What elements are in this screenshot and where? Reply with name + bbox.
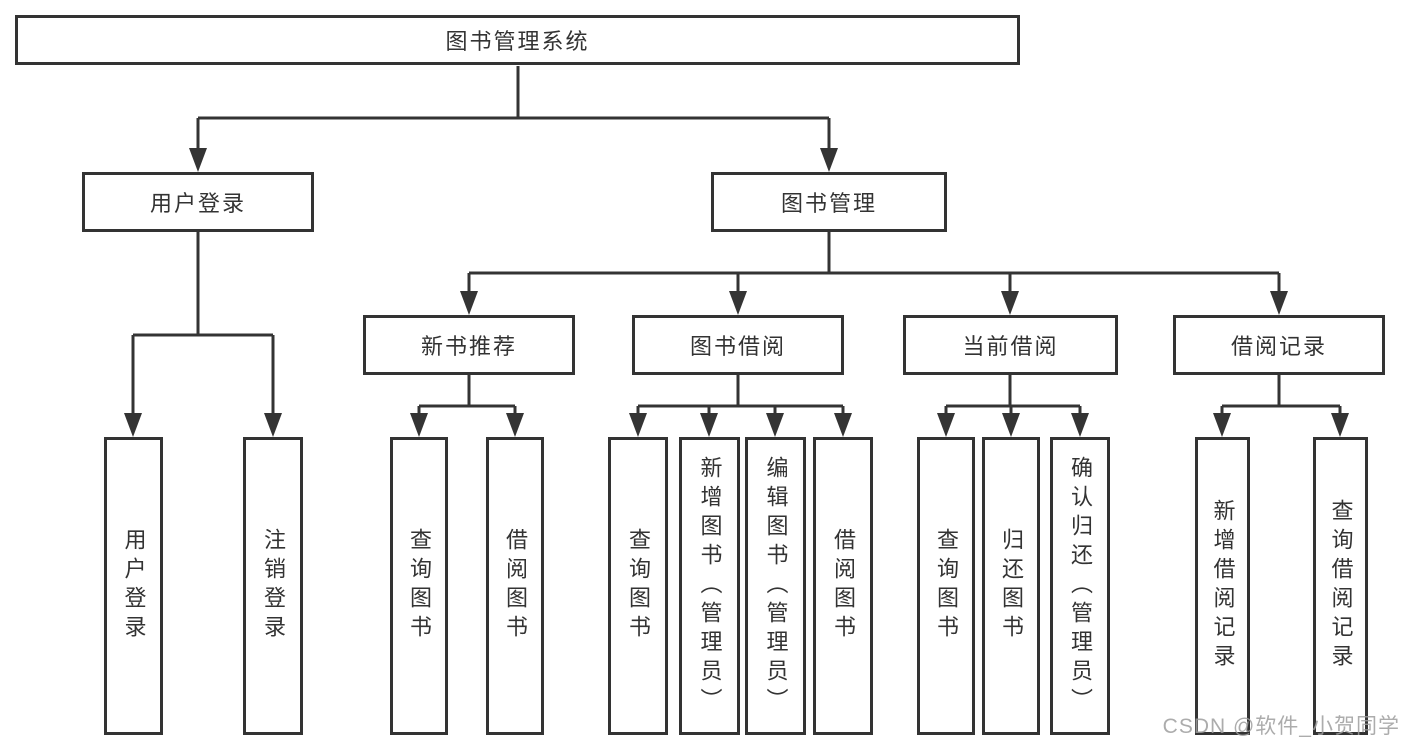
connector-book-borrow-branch xyxy=(629,375,852,437)
node-label: 新增借阅记录 xyxy=(1210,499,1236,673)
connector-root-to-level2 xyxy=(189,66,838,172)
arrow-down-icon xyxy=(264,413,282,437)
node-label: 查询图书 xyxy=(934,528,959,644)
arrow-down-icon xyxy=(1001,291,1019,315)
node-label: 查询借阅记录 xyxy=(1328,499,1354,673)
connector-current-borrow-branch xyxy=(937,375,1089,437)
node-borrow-records: 借阅记录 xyxy=(1173,315,1385,375)
node-label: 图书管理 xyxy=(780,191,877,216)
node-book-management: 图书管理 xyxy=(711,172,947,232)
node-label: 借阅记录 xyxy=(1230,334,1327,359)
arrow-down-icon xyxy=(820,148,838,172)
leaf-confirm-return-admin: 确认归还（管理员） xyxy=(1050,437,1110,735)
arrow-down-icon xyxy=(629,413,647,437)
arrow-down-icon xyxy=(1270,291,1288,315)
node-label: 图书管理系统 xyxy=(445,29,590,54)
node-label: 确认归还（管理员） xyxy=(1068,455,1093,717)
node-new-book-recommendation: 新书推荐 xyxy=(363,315,575,375)
node-label: 借阅图书 xyxy=(503,528,528,644)
leaf-query-books-borrowing: 查询图书 xyxy=(608,437,668,735)
arrow-down-icon xyxy=(460,291,478,315)
node-user-login: 用户登录 xyxy=(82,172,314,232)
node-label: 查询图书 xyxy=(407,528,432,644)
arrow-down-icon xyxy=(766,413,784,437)
node-label: 新书推荐 xyxy=(420,334,517,359)
leaf-add-book-admin: 新增图书（管理员） xyxy=(679,437,740,735)
arrow-down-icon xyxy=(700,413,718,437)
node-book-management-system: 图书管理系统 xyxy=(15,15,1020,65)
node-label: 当前借阅 xyxy=(962,334,1059,359)
node-label: 注销登录 xyxy=(261,528,286,644)
leaf-query-borrow-record: 查询借阅记录 xyxy=(1313,437,1368,735)
leaf-edit-book-admin: 编辑图书（管理员） xyxy=(745,437,806,735)
node-label: 查询图书 xyxy=(626,528,651,644)
leaf-query-books-recommend: 查询图书 xyxy=(390,437,448,735)
arrow-down-icon xyxy=(1002,413,1020,437)
arrow-down-icon xyxy=(834,413,852,437)
leaf-borrow-books-borrowing: 借阅图书 xyxy=(813,437,873,735)
leaf-user-login: 用户登录 xyxy=(104,437,163,735)
leaf-logout: 注销登录 xyxy=(243,437,303,735)
node-label: 用户登录 xyxy=(121,528,147,644)
node-label: 图书借阅 xyxy=(689,334,786,359)
arrow-down-icon xyxy=(189,148,207,172)
leaf-add-borrow-record: 新增借阅记录 xyxy=(1195,437,1250,735)
arrow-down-icon xyxy=(1071,413,1089,437)
leaf-borrow-books-recommend: 借阅图书 xyxy=(486,437,544,735)
connector-new-book-branch xyxy=(410,375,524,437)
arrow-down-icon xyxy=(124,413,142,437)
node-label: 用户登录 xyxy=(149,191,246,216)
node-label: 新增图书（管理员） xyxy=(697,455,723,717)
connector-user-login-branch xyxy=(124,232,282,437)
arrow-down-icon xyxy=(410,413,428,437)
leaf-return-books: 归还图书 xyxy=(982,437,1040,735)
arrow-down-icon xyxy=(506,413,524,437)
arrow-down-icon xyxy=(1213,413,1231,437)
arrow-down-icon xyxy=(1331,413,1349,437)
connector-book-mgmt-to-level3 xyxy=(460,232,1288,315)
node-book-borrowing: 图书借阅 xyxy=(632,315,844,375)
arrow-down-icon xyxy=(729,291,747,315)
node-label: 归还图书 xyxy=(999,528,1024,644)
node-label: 借阅图书 xyxy=(831,528,856,644)
node-current-borrowing: 当前借阅 xyxy=(903,315,1118,375)
arrow-down-icon xyxy=(937,413,955,437)
leaf-query-books-current: 查询图书 xyxy=(917,437,975,735)
connector-borrow-records-branch xyxy=(1213,375,1349,437)
csdn-watermark: CSDN @软件_小贺同学 xyxy=(1162,715,1400,738)
node-label: 编辑图书（管理员） xyxy=(763,455,789,717)
